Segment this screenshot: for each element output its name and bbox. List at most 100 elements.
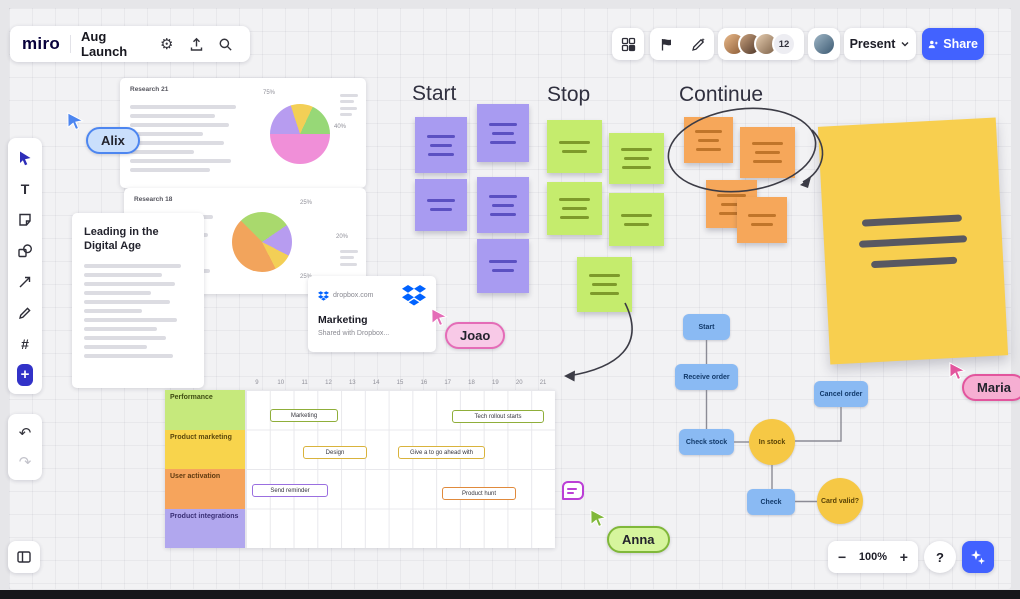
plus-icon: + xyxy=(17,363,33,386)
sticky-note-yellow-large[interactable] xyxy=(817,117,1009,365)
window-bottom-bar xyxy=(0,590,1020,599)
flow-node-start[interactable]: Start xyxy=(683,314,730,340)
connector-tool[interactable] xyxy=(11,268,39,295)
document-card-text-lines xyxy=(84,263,192,358)
present-label: Present xyxy=(849,37,896,51)
magic-pen-button[interactable] xyxy=(684,30,712,58)
roadmap-row-product-integrations[interactable]: Product integrations xyxy=(165,508,245,548)
miro-logo[interactable]: miro xyxy=(22,34,61,53)
connector-arrow-icon xyxy=(19,276,31,287)
select-tool[interactable] xyxy=(11,144,39,171)
timeline-column-label: 18 xyxy=(468,380,475,386)
search-icon xyxy=(219,38,232,51)
collaborator-count-badge[interactable]: 12 xyxy=(772,32,796,56)
roadmap-row-user-activation[interactable]: User activation xyxy=(165,469,245,509)
board-header-toolbar: miro Aug Launch ⚙ xyxy=(10,26,250,62)
cursor-label-alix: Alix xyxy=(86,127,140,154)
pie-1-label-40: 40% xyxy=(334,124,347,130)
joao-cursor-icon xyxy=(431,308,449,327)
board-settings-button[interactable]: ⚙ xyxy=(154,31,179,57)
sticky-note-orange[interactable] xyxy=(737,197,787,243)
sticky-note-purple[interactable] xyxy=(477,239,529,293)
more-tools-button[interactable]: + xyxy=(11,361,39,388)
sticky-note-tool[interactable] xyxy=(11,206,39,233)
frame-tool[interactable]: # xyxy=(11,330,39,357)
pie-chart-1 xyxy=(270,104,330,164)
timeline-column-label: 13 xyxy=(348,380,356,386)
retro-heading-continue[interactable]: Continue xyxy=(679,83,764,106)
timeline-column-label: 12 xyxy=(325,380,332,386)
research-card-1[interactable]: Research 21 75% 40% xyxy=(120,78,366,188)
side-panel-toggle-button[interactable] xyxy=(10,543,38,571)
cursor-label-anna: Anna xyxy=(607,526,670,553)
maria-cursor-icon xyxy=(949,362,967,381)
flow-node-in-stock[interactable]: In stock xyxy=(749,419,795,465)
sticky-note-purple[interactable] xyxy=(415,179,467,231)
roadmap-grid-body: Performance Product marketing User activ… xyxy=(165,390,555,548)
apps-grid-icon xyxy=(621,37,635,51)
timeline-column-label: 14 xyxy=(372,380,380,386)
roadmap-row-performance[interactable]: Performance xyxy=(165,390,245,430)
undo-button[interactable]: ↶ xyxy=(11,419,39,446)
search-button[interactable] xyxy=(213,31,238,57)
timeline-column-label: 11 xyxy=(301,380,308,386)
roadmap-bar-tech-rollout[interactable]: Tech rollout starts xyxy=(452,410,544,423)
comment-bubble-icon[interactable] xyxy=(562,481,584,500)
help-button[interactable]: ? xyxy=(924,541,956,573)
flow-node-receive-order[interactable]: Receive order xyxy=(675,364,738,390)
flow-node-card-valid[interactable]: Card valid? xyxy=(817,478,863,524)
flow-node-check[interactable]: Check xyxy=(747,489,795,515)
flow-node-cancel-order[interactable]: Cancel order xyxy=(814,381,868,407)
document-card-title: Leading in the Digital Age xyxy=(84,226,159,253)
sticky-note-green[interactable] xyxy=(547,182,602,235)
roadmap-bar-send-reminder[interactable]: Send reminder xyxy=(252,484,328,497)
sticky-note-purple[interactable] xyxy=(477,177,529,233)
zoom-controls: − 100% + xyxy=(828,541,918,573)
zoom-level[interactable]: 100% xyxy=(858,551,888,563)
roadmap-bar-product-hunt[interactable]: Product hunt xyxy=(442,487,516,500)
retro-heading-stop[interactable]: Stop xyxy=(547,83,591,106)
roadmap-bar-design[interactable]: Design xyxy=(303,446,367,459)
text-tool[interactable]: T xyxy=(11,175,39,202)
zoom-out-button[interactable]: − xyxy=(838,549,847,565)
follow-button[interactable] xyxy=(652,30,680,58)
apps-grid-button[interactable] xyxy=(614,30,642,58)
sticky-note-green[interactable] xyxy=(577,257,632,312)
research-card-2-title: Research 18 xyxy=(134,196,173,203)
pie-1-label-75: 75% xyxy=(263,90,276,96)
flow-node-check-stock[interactable]: Check stock xyxy=(679,429,734,455)
sticky-note-purple[interactable] xyxy=(415,117,467,173)
roadmap-row-product-marketing[interactable]: Product marketing xyxy=(165,429,245,469)
sticky-note-green[interactable] xyxy=(609,133,664,184)
board-name[interactable]: Aug Launch xyxy=(81,29,128,59)
ai-assistant-button[interactable] xyxy=(962,541,994,573)
redo-icon: ↷ xyxy=(18,453,32,471)
sticky-note-purple[interactable] xyxy=(477,104,529,162)
sticky-note-orange[interactable] xyxy=(740,127,795,178)
sticky-note-orange[interactable] xyxy=(684,117,733,163)
zoom-in-button[interactable]: + xyxy=(899,549,908,565)
select-cursor-icon xyxy=(20,151,31,165)
present-dropdown[interactable]: Present xyxy=(844,28,916,60)
shapes-tool[interactable] xyxy=(11,237,39,264)
retro-heading-start[interactable]: Start xyxy=(412,82,457,105)
creation-toolbar: T # + xyxy=(8,138,42,394)
export-button[interactable] xyxy=(183,31,208,57)
pie-2-label-a: 25% xyxy=(300,200,313,206)
collab-tools-group xyxy=(650,28,714,60)
sticky-note-green[interactable] xyxy=(547,120,602,173)
share-button[interactable]: Share xyxy=(922,28,984,60)
collaborator-avatars[interactable]: 12 xyxy=(718,28,804,60)
sticky-note-green[interactable] xyxy=(609,193,664,246)
redo-button[interactable]: ↷ xyxy=(11,448,39,475)
header-divider xyxy=(70,35,72,53)
pen-tool[interactable] xyxy=(11,299,39,326)
roadmap-bar-marketing[interactable]: Marketing xyxy=(270,409,338,422)
facilitator-avatar-group xyxy=(808,28,840,60)
avatar[interactable] xyxy=(812,32,836,56)
dropbox-card[interactable]: dropbox.com Marketing Shared with Dropbo… xyxy=(308,276,436,352)
document-card[interactable]: Leading in the Digital Age xyxy=(72,213,204,388)
roadmap-bar-go-ahead[interactable]: Give a to go ahead with xyxy=(398,446,485,459)
